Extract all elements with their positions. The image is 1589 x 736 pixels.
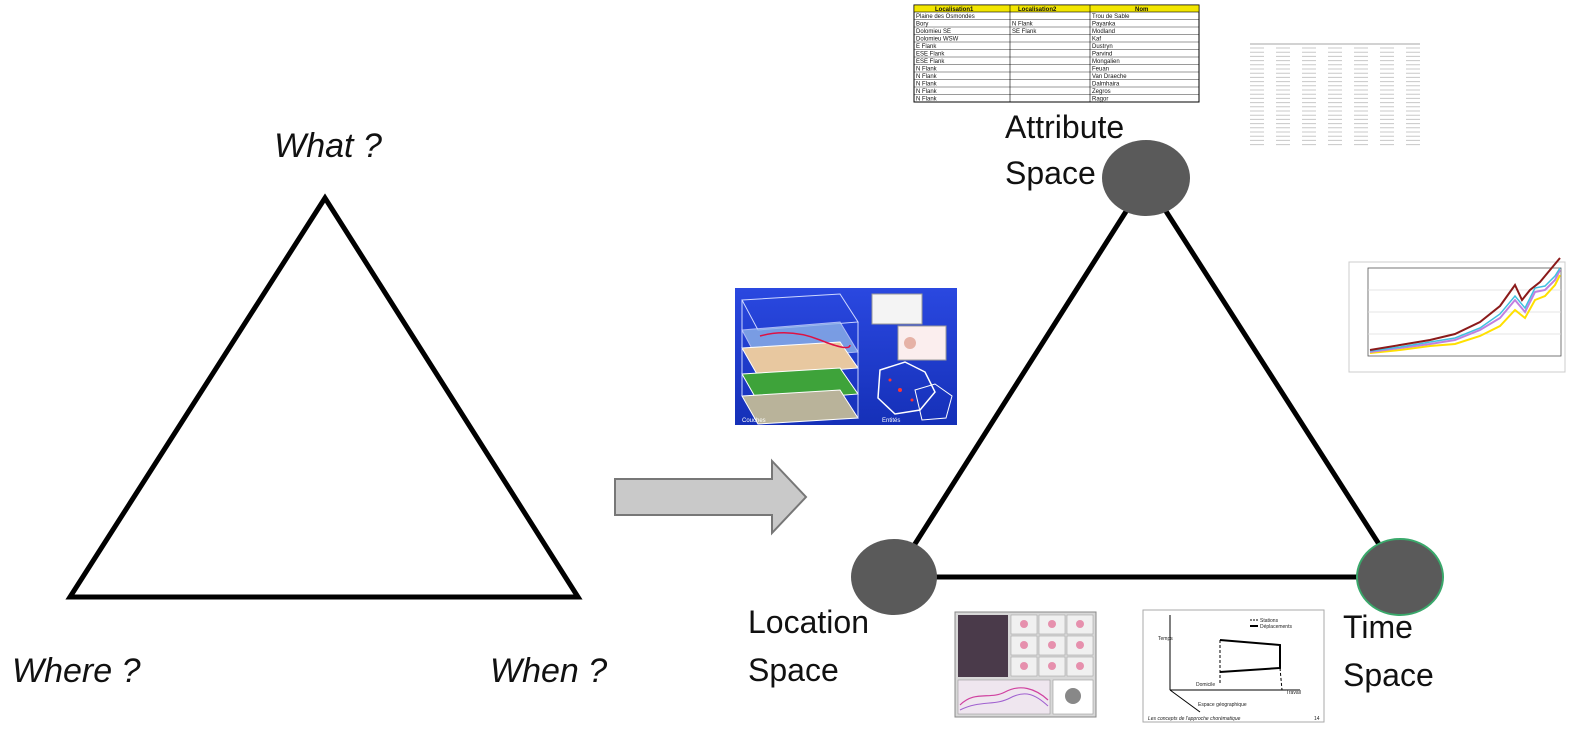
table-cell: Modland [1092,29,1115,35]
location-node [851,539,937,615]
legend-moves: Déplacements [1260,624,1292,630]
table-cell: Parvind [1092,52,1112,58]
spatiotemporal-dashboard-thumbnail [954,611,1097,718]
table-cell: Plaine des Osmondes [916,14,975,20]
table-cell: SE Flank [1012,29,1037,35]
table-header-1: Localisation1 [935,7,974,13]
attribute-table-thumbnail: Localisation1 Localisation2 Nom Plaine d… [913,4,1200,103]
legend-stations: Stations [1260,618,1279,624]
time-series-chart-thumbnail [1348,257,1566,373]
table-cell: ESE Flank [916,52,945,58]
table-cell: Feuan [1092,67,1109,73]
dashboard-spot [1048,641,1056,649]
axis-time-label: Temps [1158,636,1173,642]
home-label: Domicile [1196,682,1215,688]
dashboard-spot [1048,662,1056,670]
map-caption-entities: Entités [882,418,900,424]
table-cell: Payanka [1092,22,1116,28]
transform-arrow-icon [614,458,808,536]
trajectory-caption: Les concepts de l'approche chorématique [1148,716,1241,722]
table-cell: Trou de Sable [1092,14,1130,20]
dashboard-spot [1048,620,1056,628]
table-cell: Van Draeche [1092,74,1127,80]
dashboard-spot [1020,620,1028,628]
dashboard-spot [1076,620,1084,628]
table-header-3: Nom [1135,7,1148,13]
dashboard-spot [1020,641,1028,649]
work-label: Travail [1286,690,1301,696]
location-label-line1: Location [748,604,869,640]
trajectory-page-number: 14 [1314,716,1320,722]
table-cell: Dolomieu WSW [916,37,959,43]
axis-space-label: Espace géographique [1198,702,1247,708]
where-label: Where ? [12,652,141,690]
table-cell: Ragor [1092,97,1108,103]
location-label-line2: Space [748,652,839,688]
attribute-label-line1: Attribute [1005,109,1124,145]
attribute-label-line2: Space [1005,155,1096,191]
location-layers-thumbnail: Couches Entités [735,288,957,425]
table-cell: Mongalien [1092,59,1120,65]
table-cell: N Flank [916,82,938,88]
space-time-trajectory-thumbnail: Stations Déplacements Temps Domicile Tra… [1142,609,1325,723]
table-header-2: Localisation2 [1018,7,1057,13]
stats-table-thumbnail [1238,13,1428,153]
right-triangle [891,178,1403,580]
table-cell: N Flank [916,97,938,103]
table-cell: N Flank [916,89,938,95]
map-caption-layers: Couches [742,418,766,424]
dashboard-spot [1076,641,1084,649]
table-cell: Dustryn [1092,44,1113,50]
table-cell: E Flank [916,44,937,50]
when-label: When ? [490,652,607,690]
left-triangle [65,193,583,600]
table-cell: Kaf [1092,37,1101,43]
table-cell: Bory [916,22,928,28]
dashboard-spot [1076,662,1084,670]
table-cell: Dolomieu SE [916,29,951,35]
table-cell: N Flank [916,67,938,73]
what-label: What ? [274,127,382,165]
attribute-node [1102,140,1190,216]
time-node [1356,538,1444,616]
table-cell: ESE Flank [916,59,945,65]
time-label-line2: Space [1343,657,1434,693]
table-cell: Zegros [1092,89,1111,95]
table-cell: Dalmhaira [1092,82,1120,88]
dashboard-spot [1020,662,1028,670]
time-label-line1: Time [1343,609,1413,645]
table-cell: N Flank [1012,22,1034,28]
table-cell: N Flank [916,74,938,80]
